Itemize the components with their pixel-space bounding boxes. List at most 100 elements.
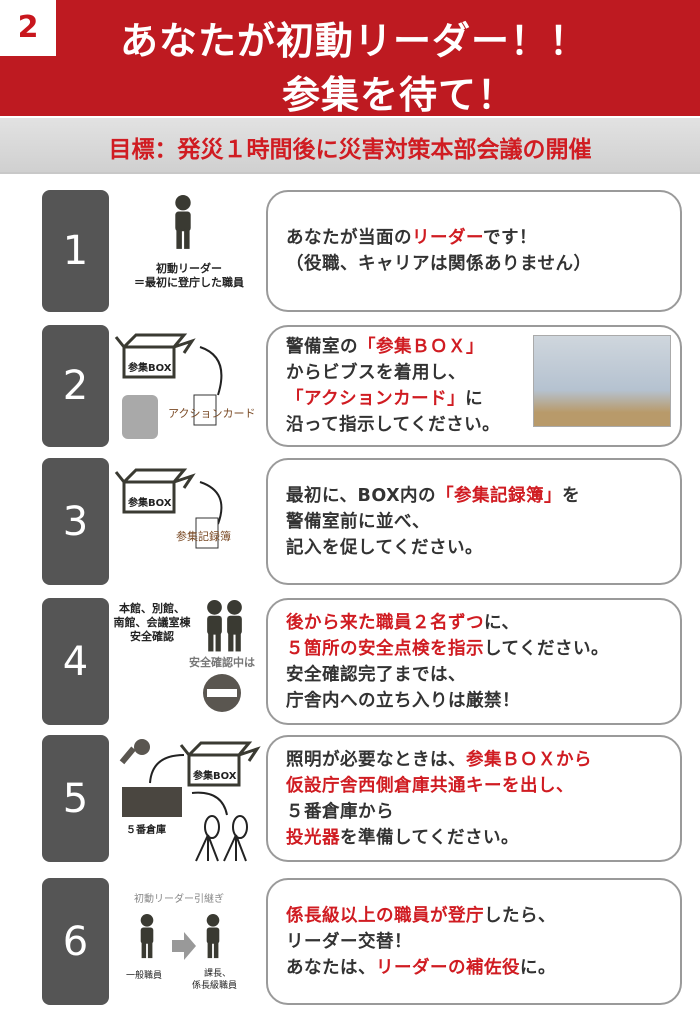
- body-text: を準備してください。: [340, 827, 519, 848]
- box-icon: [179, 741, 261, 787]
- illustration-svg: [175, 195, 191, 249]
- body-text: 記入を促してください。: [286, 537, 483, 558]
- caption-line: ＝最初に登庁した職員: [134, 276, 244, 289]
- text-line: ５番倉庫から: [286, 799, 680, 825]
- text-line: 後から来た職員２名ずつに、: [286, 610, 680, 636]
- arrow-icon: [199, 346, 223, 396]
- text-line: 投光器を準備してください。: [286, 825, 680, 851]
- step-4: 4 本館、別館、南館、会議室棟安全確認安全確認中は 後から来た職員２名ずつに、５…: [0, 598, 700, 725]
- emphasis-text: 仮設庁舎西側倉庫共通キーを出し、: [286, 775, 574, 796]
- box-label: 参集BOX: [193, 769, 237, 782]
- emphasis-text: 参集ＢＯＸから: [466, 749, 592, 770]
- section-number: 2: [0, 0, 56, 56]
- caption-line: 本館、別館、: [119, 602, 185, 615]
- illustration-svg: 参集BOX 参集記録簿: [114, 468, 231, 549]
- goal-banner: 目標：発災１時間後に災害対策本部会議の開催: [0, 118, 700, 174]
- body-text: （役職、キャリアは関係ありません）: [286, 254, 592, 274]
- person-icon: [207, 600, 222, 652]
- step-instruction-box: 後から来た職員２名ずつに、５箇所の安全点検を指示してください。安全確認完了までは…: [266, 598, 682, 725]
- text-line: 最初に、BOX内の「参集記録簿」を: [286, 483, 680, 509]
- text-line: 係長級以上の職員が登庁したら、: [286, 903, 680, 929]
- text-line: 仮設庁舎西側倉庫共通キーを出し、: [286, 773, 680, 799]
- step-instruction-box: 最初に、BOX内の「参集記録簿」を警備室前に並べ、記入を促してください。: [266, 458, 682, 585]
- step-illustration: 初動リーダー引継ぎ一般職員 課長、係長級職員: [112, 878, 262, 1005]
- step-illustration: 初動リーダー＝最初に登庁した職員: [112, 190, 262, 312]
- step-number: 5: [42, 735, 109, 862]
- emphasis-text: 投光器: [286, 827, 340, 848]
- step-illustration: 参集BOX 参集記録簿: [112, 458, 262, 585]
- caption-line: 初動リーダー: [156, 262, 222, 275]
- step-number: 4: [42, 598, 109, 725]
- body-text: 最初に、BOX内の: [286, 485, 437, 506]
- text-line: 警備室の「参集ＢＯＸ」: [286, 334, 680, 360]
- chief-label-2: 係長級職員: [192, 979, 237, 991]
- text-line: 沿って指示してください。: [286, 412, 680, 438]
- title-line-1: あなたが初動リーダー！！: [120, 19, 589, 63]
- box-label: 参集BOX: [128, 496, 172, 509]
- text-line: 記入を促してください。: [286, 535, 680, 561]
- body-text: 警備室の: [286, 337, 358, 357]
- step-number: 2: [42, 325, 109, 447]
- body-text: に: [465, 389, 484, 409]
- warehouse-label: ５番倉庫: [126, 823, 166, 836]
- person-icon: [175, 195, 191, 249]
- emphasis-text: リーダーの補佐役: [376, 957, 520, 978]
- body-text: 警備室前に並べ、: [286, 511, 430, 532]
- box-icon: [114, 333, 196, 379]
- staff-label: 一般職員: [126, 969, 162, 981]
- box-icon: [114, 468, 196, 514]
- body-text: 沿って指示してください。: [286, 415, 501, 435]
- body-text: ５番倉庫から: [286, 801, 394, 822]
- text-line: リーダー交替！: [286, 929, 680, 955]
- emphasis-text: 後から来た職員２名ずつ: [286, 612, 484, 633]
- step-number: 6: [42, 878, 109, 1005]
- title-banner: 2 あなたが初動リーダー！！ 参集を待て！: [0, 0, 700, 117]
- step-instruction-box: あなたが当面のリーダーです！ （役職、キャリアは関係ありません）: [266, 190, 682, 312]
- caption-line: 安全確認: [130, 630, 174, 643]
- body-text: 庁舎内への立ち入りは厳禁！: [286, 690, 520, 711]
- step-1: 1 初動リーダー＝最初に登庁した職員 あなたが当面のリーダーです！ （役職、キャリ…: [0, 190, 700, 312]
- body-text: を: [562, 485, 581, 506]
- text-line: 庁舎内への立ち入りは厳禁！: [286, 688, 680, 714]
- illustration-svg: [203, 600, 242, 712]
- body-text: あなたは、: [286, 957, 376, 978]
- text-line: あなたが当面のリーダーです！: [286, 225, 680, 251]
- step-instruction-box: 照明が必要なときは、参集ＢＯＸから仮設庁舎西側倉庫共通キーを出し、５番倉庫から投…: [266, 735, 682, 862]
- handover-label: 初動リーダー引継ぎ: [134, 892, 224, 905]
- action-card-label: アクションカード: [168, 407, 255, 420]
- body-text: したら、: [484, 905, 556, 926]
- step-illustration: 本館、別館、南館、会議室棟安全確認安全確認中は: [112, 598, 262, 725]
- text-line: 安全確認完了までは、: [286, 662, 680, 688]
- arrow-icon: [149, 754, 185, 784]
- text-line: 「アクションカード」に: [286, 386, 680, 412]
- person-icon: [140, 914, 154, 959]
- body-text: 照明が必要なときは、: [286, 749, 466, 770]
- person-icon: [206, 914, 220, 959]
- step-number: 1: [42, 190, 109, 312]
- record-book-label: 参集記録簿: [176, 529, 231, 543]
- text-line: からビブスを着用し、: [286, 360, 680, 386]
- body-text: リーダー交替！: [286, 931, 412, 952]
- chief-label: 課長、: [204, 967, 231, 979]
- emphasis-text: 「参集ＢＯＸ」: [358, 337, 484, 357]
- step-instruction-box: 警備室の「参集ＢＯＸ」からビブスを着用し、「アクションカード」に沿って指示してく…: [266, 325, 682, 447]
- arrow-right-icon: [172, 932, 196, 960]
- book-icon: [195, 517, 219, 549]
- body-text: してください。: [484, 638, 609, 659]
- key-icon: [119, 739, 150, 765]
- body-text: からビブスを着用し、: [286, 363, 466, 383]
- text-line: 照明が必要なときは、参集ＢＯＸから: [286, 747, 680, 773]
- vest-icon: [122, 395, 158, 439]
- caption-line: 南館、会議室棟: [113, 616, 191, 629]
- floodlight-icon: [195, 815, 248, 862]
- illustration-svg: 参集BOX ５番倉庫: [119, 739, 261, 862]
- arrow-icon: [199, 481, 223, 525]
- step-illustration: 参集BOX ５番倉庫: [112, 735, 262, 862]
- body-text: です！: [482, 228, 537, 248]
- emphasis-text: 「アクションカード」: [286, 389, 466, 409]
